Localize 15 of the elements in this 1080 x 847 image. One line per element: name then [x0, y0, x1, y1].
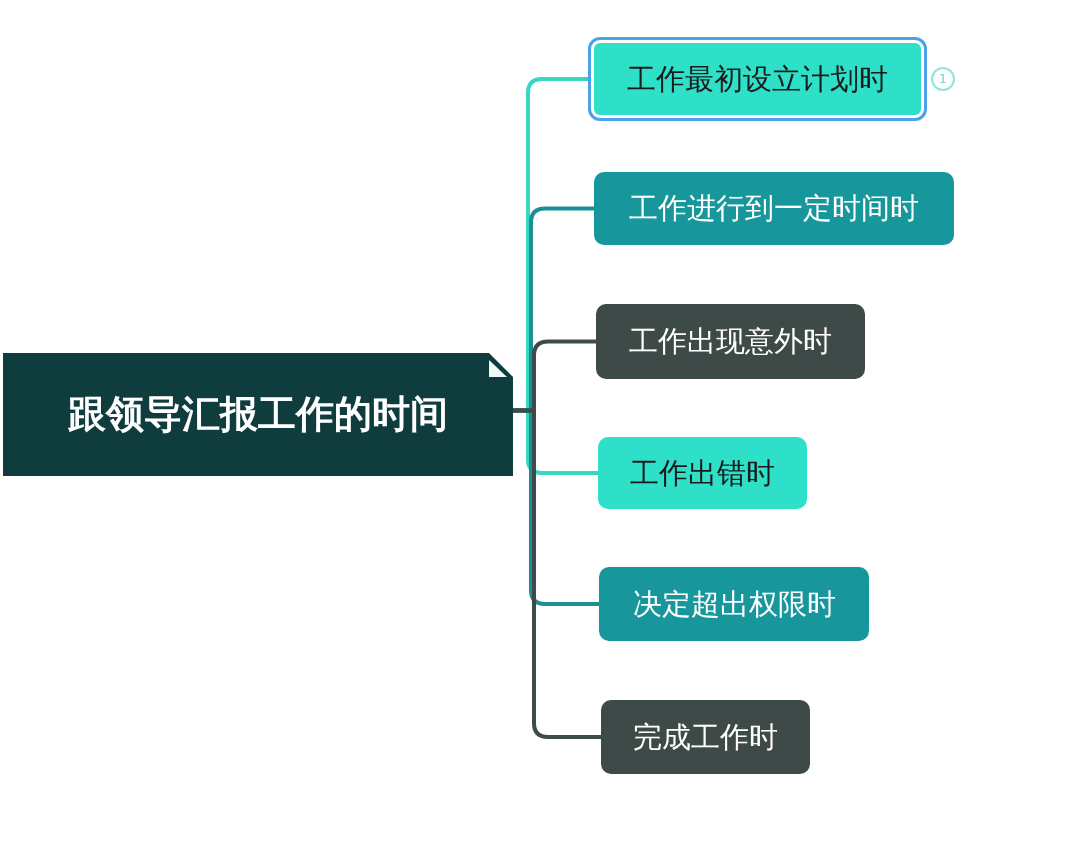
number-badge: 1 — [931, 67, 955, 91]
topic-box — [594, 172, 954, 245]
central-topic-text: 跟领导汇报工作的时间 — [68, 391, 448, 438]
topic-text: 决定超出权限时 — [632, 586, 836, 622]
topic-box — [598, 437, 807, 509]
topic-box — [596, 304, 865, 379]
topic-box — [601, 700, 810, 774]
topic-text: 工作出现意外时 — [629, 324, 832, 359]
topic-text: 工作进行到一定时间时 — [629, 191, 919, 226]
central-topic-box — [3, 353, 513, 476]
connector-line — [513, 408, 601, 739]
topic-text: 完成工作时 — [633, 719, 778, 755]
topic-box — [599, 567, 869, 641]
topic-text: 工作出错时 — [630, 455, 775, 491]
topic-text: 工作最初设立计划时 — [627, 61, 888, 97]
